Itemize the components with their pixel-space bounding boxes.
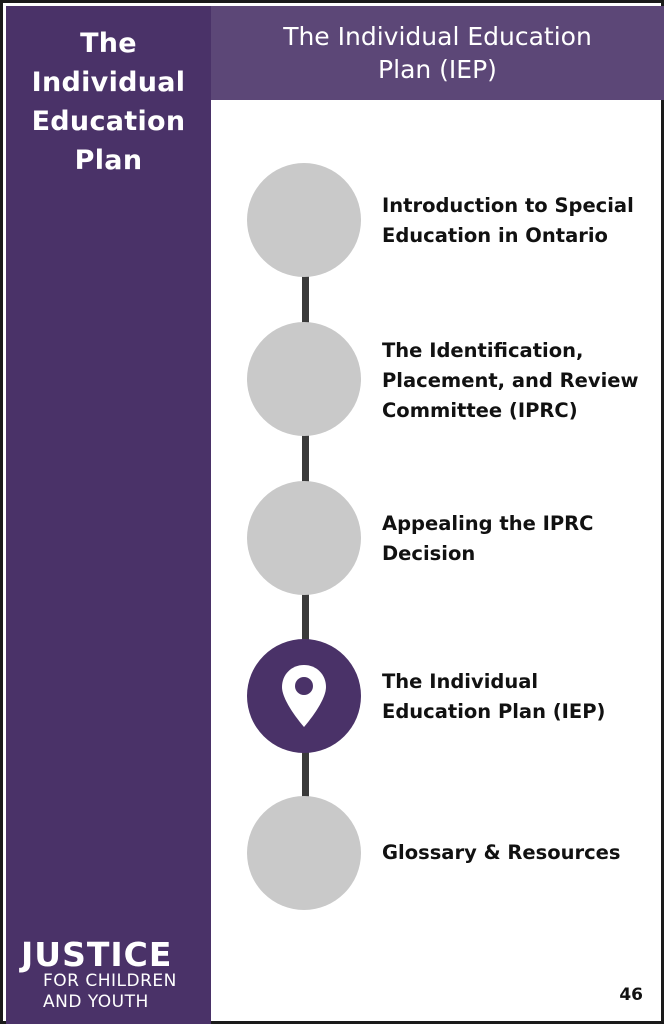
sidebar-title: The Individual Education Plan <box>6 24 211 180</box>
sidebar-title-line: Plan <box>74 145 143 176</box>
sidebar-title-line: Education <box>31 106 186 137</box>
location-pin-icon <box>282 665 326 727</box>
timeline-step-appealing[interactable] <box>247 481 361 595</box>
sidebar-title-line: The <box>80 28 137 59</box>
timeline-step-glossary[interactable] <box>247 796 361 910</box>
logo-line-2: FOR CHILDREN <box>43 971 177 991</box>
timeline-step-introduction[interactable] <box>247 163 361 277</box>
page-title: The Individual Education Plan (IEP) <box>283 22 592 84</box>
logo-line-1: JUSTICE <box>19 935 172 974</box>
logo-line-3: AND YOUTH <box>43 992 149 1012</box>
sidebar-title-line: Individual <box>31 67 186 98</box>
step-label-iep[interactable]: The Individual Education Plan (IEP) <box>382 670 606 723</box>
timeline-step-iprc[interactable] <box>247 322 361 436</box>
step-label-glossary[interactable]: Glossary & Resources <box>382 841 621 864</box>
timeline-step-iep-current[interactable] <box>247 639 361 753</box>
header-band: The Individual Education Plan (IEP) <box>211 6 664 100</box>
step-label-introduction[interactable]: Introduction to Special Education in Ont… <box>382 194 634 247</box>
sidebar: The Individual Education Plan <box>6 6 211 1024</box>
step-label-appealing[interactable]: Appealing the IPRC Decision <box>382 512 594 565</box>
page-number: 46 <box>619 985 643 1005</box>
justice-for-children-and-youth-logo: JUSTICE FOR CHILDREN AND YOUTH <box>19 935 177 1012</box>
step-label-iprc[interactable]: The Identification, Placement, and Revie… <box>382 339 639 422</box>
